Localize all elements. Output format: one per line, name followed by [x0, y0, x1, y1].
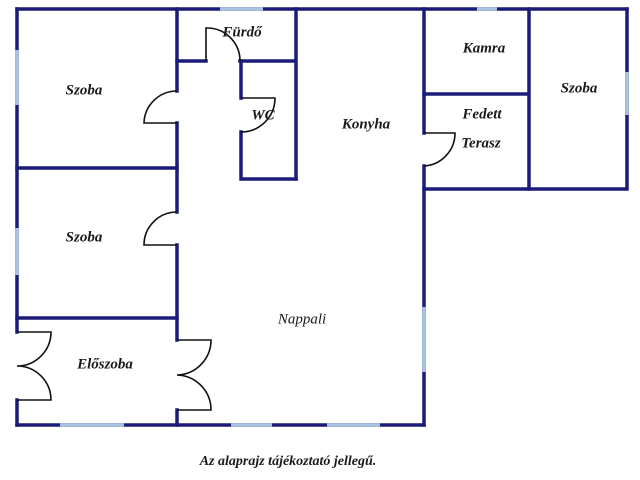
room-label-furdo: Fürdő [222, 24, 262, 41]
door-eloszoba-nappali [176, 339, 212, 411]
disclaimer-note: Az alaprajz tájékoztató jellegű. [199, 454, 377, 469]
room-label-kamra: Kamra [462, 40, 506, 57]
door-entrance [16, 331, 52, 401]
door-szoba-1 [143, 90, 178, 124]
door-terasz [423, 132, 456, 167]
walls [15, 7, 629, 427]
room-label-eloszoba: Előszoba [77, 356, 133, 373]
room-label-konyha: Konyha [341, 116, 391, 133]
wall-kamra [422, 7, 531, 191]
outer-wall-right [422, 7, 629, 191]
room-label-szoba: Szoba [65, 229, 103, 246]
door-szoba-2 [143, 211, 178, 246]
wall-wc [239, 59, 298, 181]
room-label-szoba: Szoba [65, 82, 103, 99]
door-wc [240, 97, 276, 133]
doors [16, 27, 456, 411]
room-label-nappali: Nappali [277, 311, 327, 328]
room-label-szoba: Szoba [560, 80, 598, 97]
door-furdo [205, 27, 241, 62]
windows [15, 7, 629, 427]
room-label-wc: WC [251, 107, 275, 124]
room-label-fedett: Fedett [462, 106, 502, 123]
room-label-terasz: Terasz [461, 135, 501, 152]
wall-furdo [175, 7, 298, 181]
